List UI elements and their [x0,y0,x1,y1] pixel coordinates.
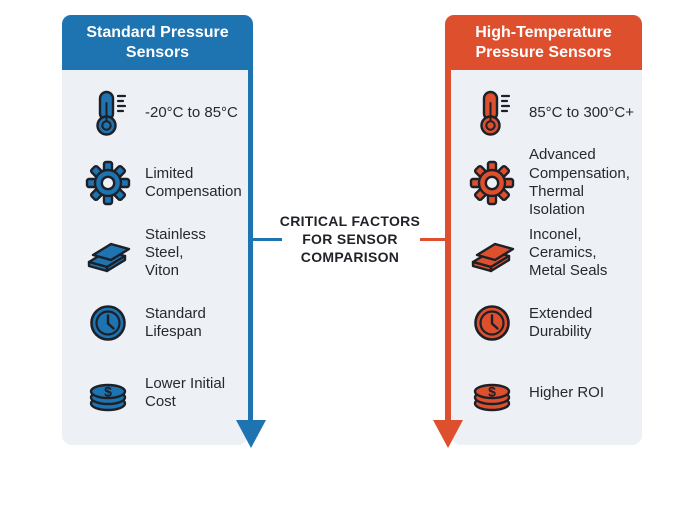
feature-text: Advanced Compensation, Thermal Isolation [529,146,630,219]
panel-header-standard: Standard Pressure Sensors [62,15,253,70]
feature-text: Lower Initial Cost [145,374,226,410]
down-arrow-stem-red [445,70,451,420]
feature-text: Standard Lifespan [145,304,206,340]
feature-row-cost: Lower Initial Cost [62,358,248,428]
feature-row-lifespan: Standard Lifespan [62,288,248,358]
panel-title-high-temp: High-Temperature Pressure Sensors [475,23,612,61]
feature-text: 85°C to 300°C+ [529,103,634,121]
gear-icon [468,159,516,207]
feature-row-materials: Stainless Steel, Viton [62,218,248,288]
material-layers-icon [468,229,516,277]
feature-text: Higher ROI [529,383,605,401]
feature-row-materials: Inconel, Ceramics, Metal Seals [451,218,642,288]
feature-row-temperature-range: -20°C to 85°C [62,78,248,148]
coins-icon [84,369,132,417]
feature-text: Stainless Steel, Viton [145,225,206,280]
clock-icon [84,299,132,347]
panel-title-standard: Standard Pressure Sensors [86,23,229,61]
feature-row-durability: Extended Durability [451,288,642,358]
feature-row-roi: Higher ROI [451,358,642,428]
panel-standard-pressure-sensors: Standard Pressure Sensors -20°C to 85°C … [62,15,266,448]
feature-row-compensation: Advanced Compensation, Thermal Isolation [451,146,642,219]
material-layers-icon [84,229,132,277]
feature-text: Inconel, Ceramics, Metal Seals [529,225,608,280]
center-title: CRITICAL FACTORS FOR SENSOR COMPARISON [279,213,421,266]
connector-line-blue [251,238,282,241]
down-arrow-stem-blue [248,70,253,420]
feature-row-temperature-range: 85°C to 300°C+ [451,78,642,148]
feature-text: Extended Durability [529,304,593,340]
panel-body-high-temp: 85°C to 300°C+ Advanced Compensation, Th… [451,70,642,445]
coins-icon [468,369,516,417]
clock-icon [468,299,516,347]
feature-text: Limited Compensation [145,164,242,200]
down-arrow-head-blue [235,420,266,448]
thermometer-icon [468,89,516,137]
panel-high-temperature-pressure-sensors: High-Temperature Pressure Sensors 85°C t… [433,15,642,448]
down-arrow-head-red [433,420,463,448]
panel-body-standard: -20°C to 85°C Limited Compensation Stain… [62,70,248,445]
feature-row-compensation: Limited Compensation [62,148,248,218]
thermometer-icon [84,89,132,137]
panel-header-high-temp: High-Temperature Pressure Sensors [445,15,642,70]
gear-icon [84,159,132,207]
connector-line-red [420,238,446,241]
feature-text: -20°C to 85°C [145,103,238,121]
